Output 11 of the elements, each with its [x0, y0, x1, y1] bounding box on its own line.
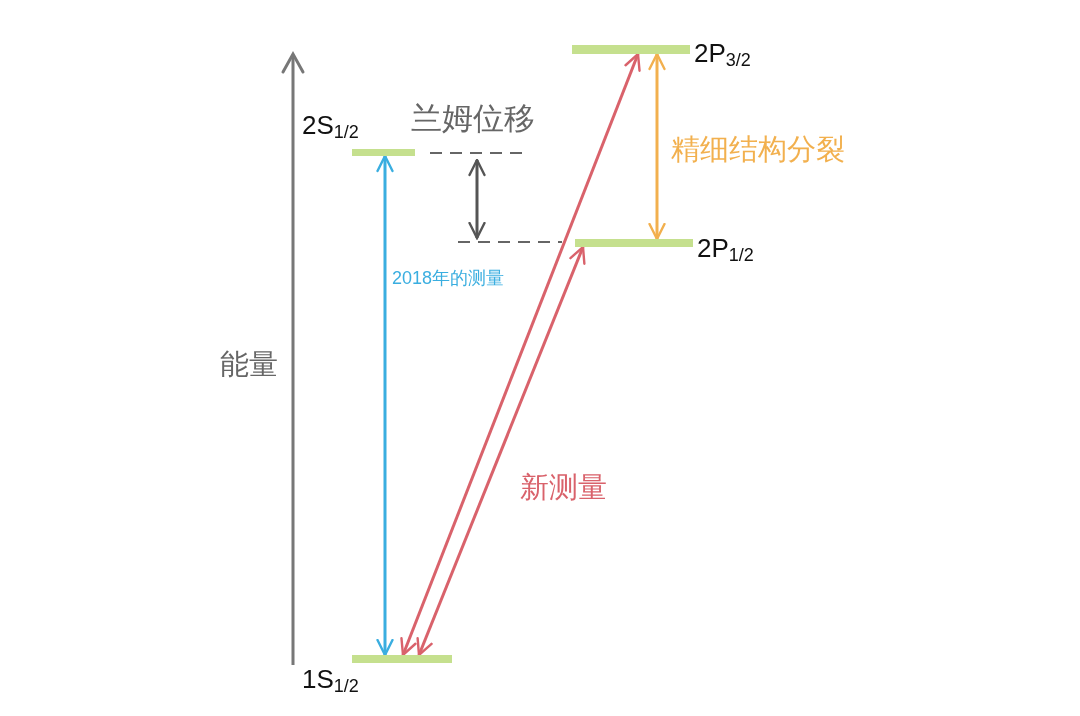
- transition-arrow: [416, 245, 586, 657]
- annotation-label: 兰姆位移: [411, 100, 535, 138]
- level-label: 2S$_{1/2}$: [302, 110, 359, 143]
- transition-arrow: [376, 154, 394, 657]
- level-label: 1S$_{1/2}$: [302, 664, 359, 697]
- axis-label: 能量: [220, 347, 278, 382]
- edge-label: 2018年的测量: [392, 266, 505, 290]
- level-label: 2P$_{3/2}$: [694, 38, 751, 71]
- level-label: 2P$_{1/2}$: [697, 233, 754, 266]
- transition-arrow: [648, 52, 666, 241]
- transition-arrow: [400, 52, 641, 657]
